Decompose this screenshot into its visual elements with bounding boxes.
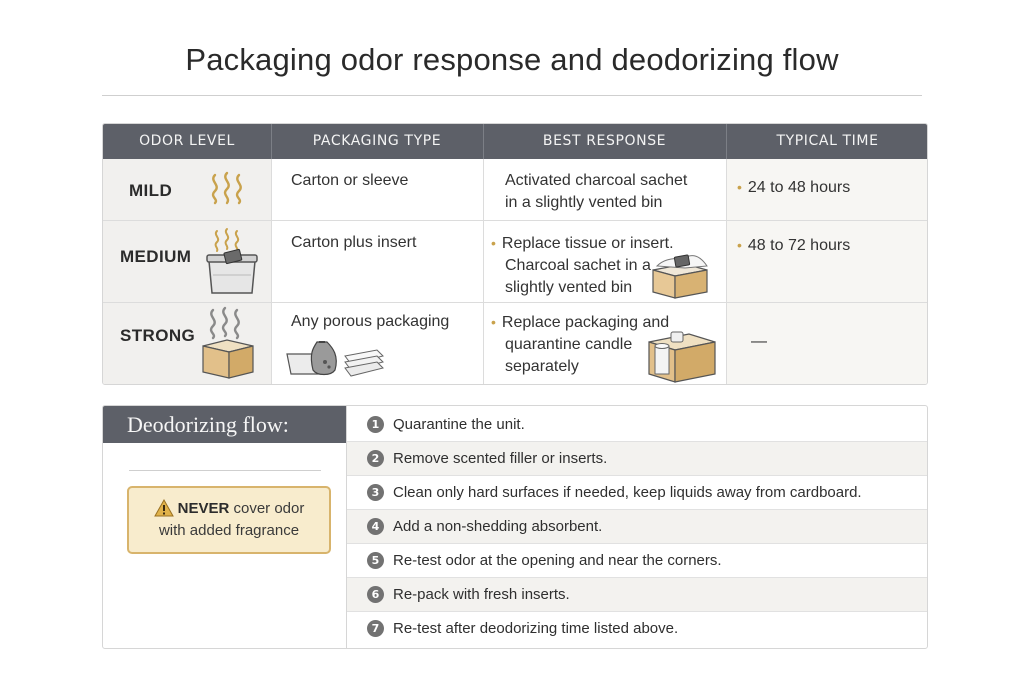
column-divider <box>483 159 484 384</box>
packaging-strong: Any porous packaging <box>291 313 450 330</box>
tissue-stack-icon <box>344 349 384 377</box>
box-with-tissue-icon <box>652 254 708 299</box>
column-divider <box>726 159 727 384</box>
title-divider <box>102 95 922 96</box>
response-line: quarantine candle <box>505 336 633 353</box>
time-mild: • 24 to 48 hours <box>737 176 850 199</box>
step-number: 7 <box>367 620 384 637</box>
warning-callout: NEVER cover odor with added fragrance <box>127 486 331 554</box>
response-line: in a slightly vented bin <box>505 194 663 211</box>
response-text: Replace packaging and <box>501 314 670 331</box>
time-column-bg <box>726 159 927 384</box>
step-text: Remove scented filler or inserts. <box>393 450 608 467</box>
time-strong: — <box>751 333 767 350</box>
step-number: 1 <box>367 416 384 433</box>
quarantine-box-icon <box>648 331 716 383</box>
warning-triangle-icon <box>153 499 174 517</box>
warning-line-2: with added fragrance <box>158 522 300 539</box>
row-divider <box>103 302 927 303</box>
step-number: 3 <box>367 484 384 501</box>
table-header: ODOR LEVEL PACKAGING TYPE BEST RESPONSE … <box>103 124 927 159</box>
level-mild: MILD <box>129 181 173 200</box>
response-line: • Replace tissue or insert. <box>491 232 674 255</box>
header-divider <box>271 124 272 159</box>
step-text: Quarantine the unit. <box>393 416 525 433</box>
packaging-medium: Carton plus insert <box>291 234 417 251</box>
step-number: 2 <box>367 450 384 467</box>
step-number: 6 <box>367 586 384 603</box>
flow-step-1: 1 Quarantine the unit. <box>347 408 927 442</box>
vented-bin-icon <box>206 228 258 294</box>
odor-response-table: ODOR LEVEL PACKAGING TYPE BEST RESPONSE … <box>102 123 928 385</box>
flow-step-3: 3 Clean only hard surfaces if needed, kee… <box>347 476 927 510</box>
bullet-dot: • <box>737 179 742 195</box>
column-divider <box>271 159 272 384</box>
header-odor-level: ODOR LEVEL <box>139 133 235 149</box>
step-text: Re-test odor at the opening and near the… <box>393 552 722 569</box>
response-medium: • Replace tissue or insert. Charcoal sach… <box>491 232 674 299</box>
header-typical-time: TYPICAL TIME <box>776 133 879 149</box>
flow-column-divider <box>346 406 347 648</box>
step-text: Re-pack with fresh inserts. <box>393 586 570 603</box>
flow-step-2: 2 Remove scented filler or inserts. <box>347 442 927 476</box>
step-text: Re-test after deodorizing time listed ab… <box>393 620 679 637</box>
bullet-dot: • <box>491 235 496 251</box>
charcoal-bag-icon <box>286 341 384 377</box>
deodorizing-flow-panel: Deodorizing flow: NEVER cover odor with … <box>102 405 928 649</box>
response-line: separately <box>505 358 579 375</box>
flow-step-5: 5 Re-test odor at the opening and near th… <box>347 544 927 578</box>
level-strong: STRONG <box>120 326 196 345</box>
header-divider <box>726 124 727 159</box>
warning-text: cover odor <box>233 500 305 517</box>
step-text: Add a non-shedding absorbent. <box>393 518 603 535</box>
flow-step-4: 4 Add a non-shedding absorbent. <box>347 510 927 544</box>
bullet-dot: • <box>737 237 742 253</box>
response-line: • Replace packaging and <box>491 311 669 334</box>
response-line: Charcoal sachet in a <box>505 257 651 274</box>
time-value: 48 to 72 hours <box>747 237 851 254</box>
warning-strong-text: NEVER <box>177 500 230 517</box>
response-strong: • Replace packaging and quarantine candle… <box>491 311 669 378</box>
header-packaging-type: PACKAGING TYPE <box>312 133 442 149</box>
flow-heading: Deodorizing flow: <box>103 406 346 443</box>
level-medium: MEDIUM <box>120 247 192 266</box>
response-line: Activated charcoal sachet <box>505 172 688 189</box>
step-number: 4 <box>367 518 384 535</box>
bullet-dot: • <box>491 314 496 330</box>
packaging-mild: Carton or sleeve <box>291 172 409 189</box>
step-text: Clean only hard surfaces if needed, keep… <box>393 484 862 501</box>
cardboard-box-icon <box>202 306 254 379</box>
row-divider <box>103 220 927 221</box>
flow-left-divider <box>129 470 321 471</box>
header-divider <box>483 124 484 159</box>
response-line: slightly vented bin <box>505 279 633 296</box>
step-number: 5 <box>367 552 384 569</box>
flow-step-6: 6 Re-pack with fresh inserts. <box>347 578 927 612</box>
flow-step-7: 7 Re-test after deodorizing time listed a… <box>347 612 927 646</box>
warning-line-1: NEVER cover odor <box>129 498 329 520</box>
time-medium: • 48 to 72 hours <box>737 234 850 257</box>
page-title: Packaging odor response and deodorizing … <box>185 42 839 77</box>
header-best-response: BEST RESPONSE <box>542 133 667 149</box>
odor-waves-icon <box>211 171 242 205</box>
response-mild: Activated charcoal sachet in a slightly … <box>505 170 687 214</box>
time-value: 24 to 48 hours <box>747 179 851 196</box>
response-text: Replace tissue or insert. <box>501 235 674 252</box>
